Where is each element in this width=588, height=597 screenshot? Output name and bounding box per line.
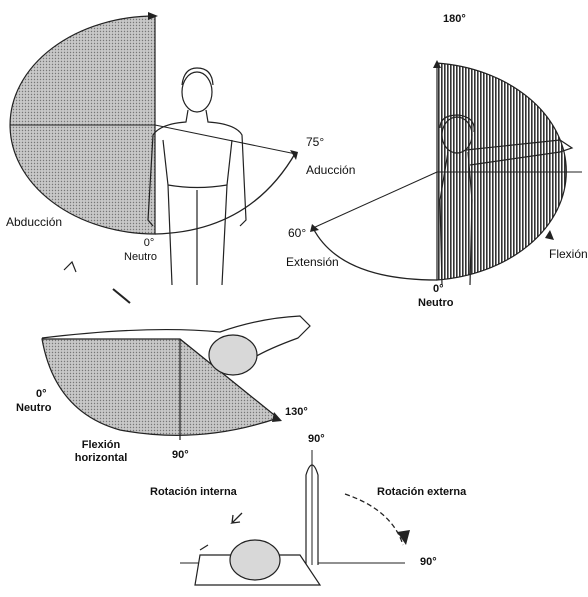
- pointer-chevron: [64, 262, 76, 272]
- label-neutro-front: Neutro: [124, 252, 157, 263]
- flexion-arc-arrow: [545, 230, 554, 240]
- internal-rotation-arrow: [232, 513, 242, 523]
- horizontal-flexion-panel: [42, 262, 310, 440]
- label-flexion-horizontal-line2: horizontal: [66, 453, 136, 464]
- label-abduccion: Abducción: [6, 216, 62, 228]
- label-neutro-side: Neutro: [418, 298, 453, 309]
- label-0-horizontal: 0°: [36, 389, 47, 400]
- label-90-horizontal: 90°: [172, 450, 189, 461]
- pointer-stroke: [113, 289, 130, 303]
- label-90-rotation-right: 90°: [420, 557, 437, 568]
- label-rotacion-interna: Rotación interna: [150, 487, 237, 498]
- horizontal-flexion-arrow: [272, 412, 282, 422]
- label-0-side: 0°: [433, 284, 444, 295]
- label-neutro-horizontal: Neutro: [16, 403, 51, 414]
- label-75-degrees: 75°: [306, 136, 324, 148]
- extension-arc: [313, 228, 437, 280]
- adduction-arrow: [290, 150, 298, 160]
- rotation-panel: [180, 450, 410, 585]
- extension-arrow: [310, 224, 319, 232]
- label-60-degrees: 60°: [288, 227, 306, 239]
- person-rotation-figure: [195, 540, 320, 585]
- person-front-figure: [148, 68, 246, 285]
- label-flexion: Flexión: [549, 248, 588, 260]
- label-130-degrees: 130°: [285, 407, 308, 418]
- label-extension: Extensión: [286, 256, 339, 268]
- label-rotacion-externa: Rotación externa: [377, 487, 466, 498]
- adduction-line: [155, 125, 296, 154]
- external-rotation-arrow: [397, 530, 410, 545]
- label-flexion-horizontal-line1: Flexión: [66, 440, 136, 451]
- label-180-degrees: 180°: [443, 14, 466, 25]
- label-aduccion: Aducción: [306, 164, 355, 176]
- label-0-front: 0°: [137, 238, 161, 249]
- label-90-rotation-top: 90°: [308, 434, 325, 445]
- external-rotation-arc: [345, 494, 403, 545]
- extension-line: [313, 172, 437, 228]
